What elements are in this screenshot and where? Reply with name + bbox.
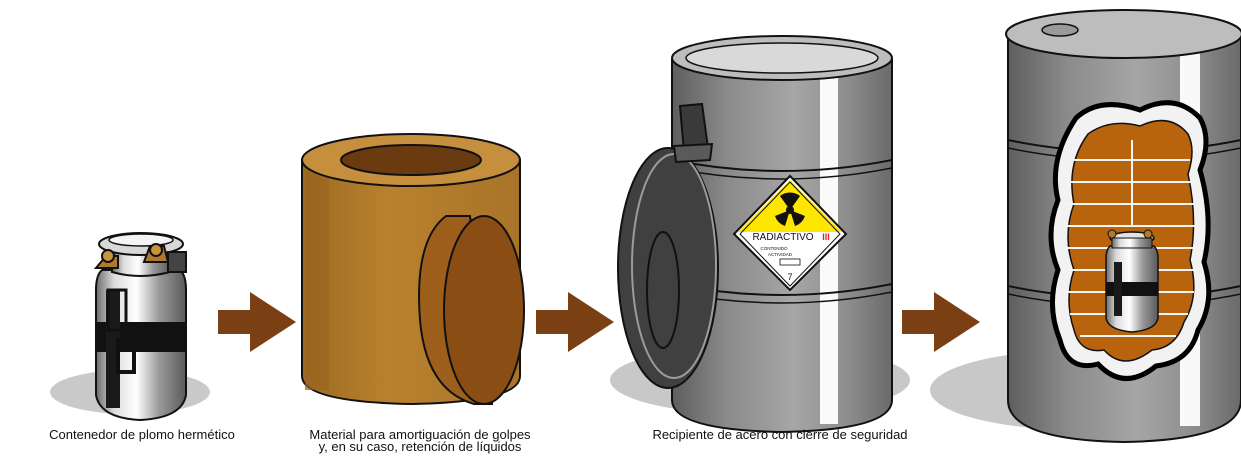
- lid-face: [617, 147, 719, 389]
- label-diamond: [732, 174, 848, 292]
- cushion-plug: [443, 215, 525, 405]
- lead-container-right-valve-cap: [149, 243, 163, 257]
- lead-container-handle: [116, 338, 136, 374]
- label-index-box: [779, 258, 801, 266]
- cushion-cavity: [340, 144, 482, 176]
- lead-container-latch: [167, 251, 187, 273]
- lead-container-lid-top: [108, 233, 174, 247]
- arrow-3: [902, 292, 980, 352]
- label-title: RADIACTIVO: [752, 232, 813, 243]
- lid-center-ring: [646, 231, 680, 349]
- caption-lead-container: Contenedor de plomo hermético: [49, 427, 235, 442]
- arrow-1: [218, 292, 296, 352]
- lid-clamp-hinge: [672, 142, 714, 164]
- lead-container: [50, 232, 210, 422]
- cushion-side-shade: [305, 160, 329, 390]
- inner-lead-container: [1105, 229, 1159, 333]
- lead-container-clasp: [106, 288, 128, 332]
- lead-container-left-valve-cap: [101, 249, 115, 263]
- label-inner-border: [739, 181, 841, 287]
- assembled-bung: [1041, 23, 1079, 37]
- steel-drum-lid: [617, 102, 719, 389]
- steel-drum-opening: [685, 42, 879, 74]
- steel-drum: RADIACTIVO III CONTENIDO ACTIVIDAD 7: [610, 35, 910, 434]
- radioactive-label: RADIACTIVO III CONTENIDO ACTIVIDAD 7: [732, 174, 848, 292]
- assembled-package: [930, 9, 1241, 444]
- caption-steel-drum: Recipiente de acero con cierre de seguri…: [652, 427, 908, 442]
- label-class-number: 7: [787, 272, 792, 282]
- assembled-top-rim: [1005, 9, 1241, 59]
- cushion-material: [301, 133, 525, 406]
- trefoil-icon: [775, 192, 805, 226]
- steel-drum-rib-upper: [671, 159, 893, 172]
- label-activity: ACTIVIDAD: [768, 252, 793, 257]
- caption-shock-material-line1: Material para amortiguación de golpes: [309, 427, 531, 442]
- label-contents: CONTENIDO: [761, 246, 788, 251]
- label-category: III: [822, 232, 830, 242]
- arrow-2: [536, 292, 614, 352]
- caption-shock-material-line2: y, en su caso, retención de líquidos: [318, 439, 522, 454]
